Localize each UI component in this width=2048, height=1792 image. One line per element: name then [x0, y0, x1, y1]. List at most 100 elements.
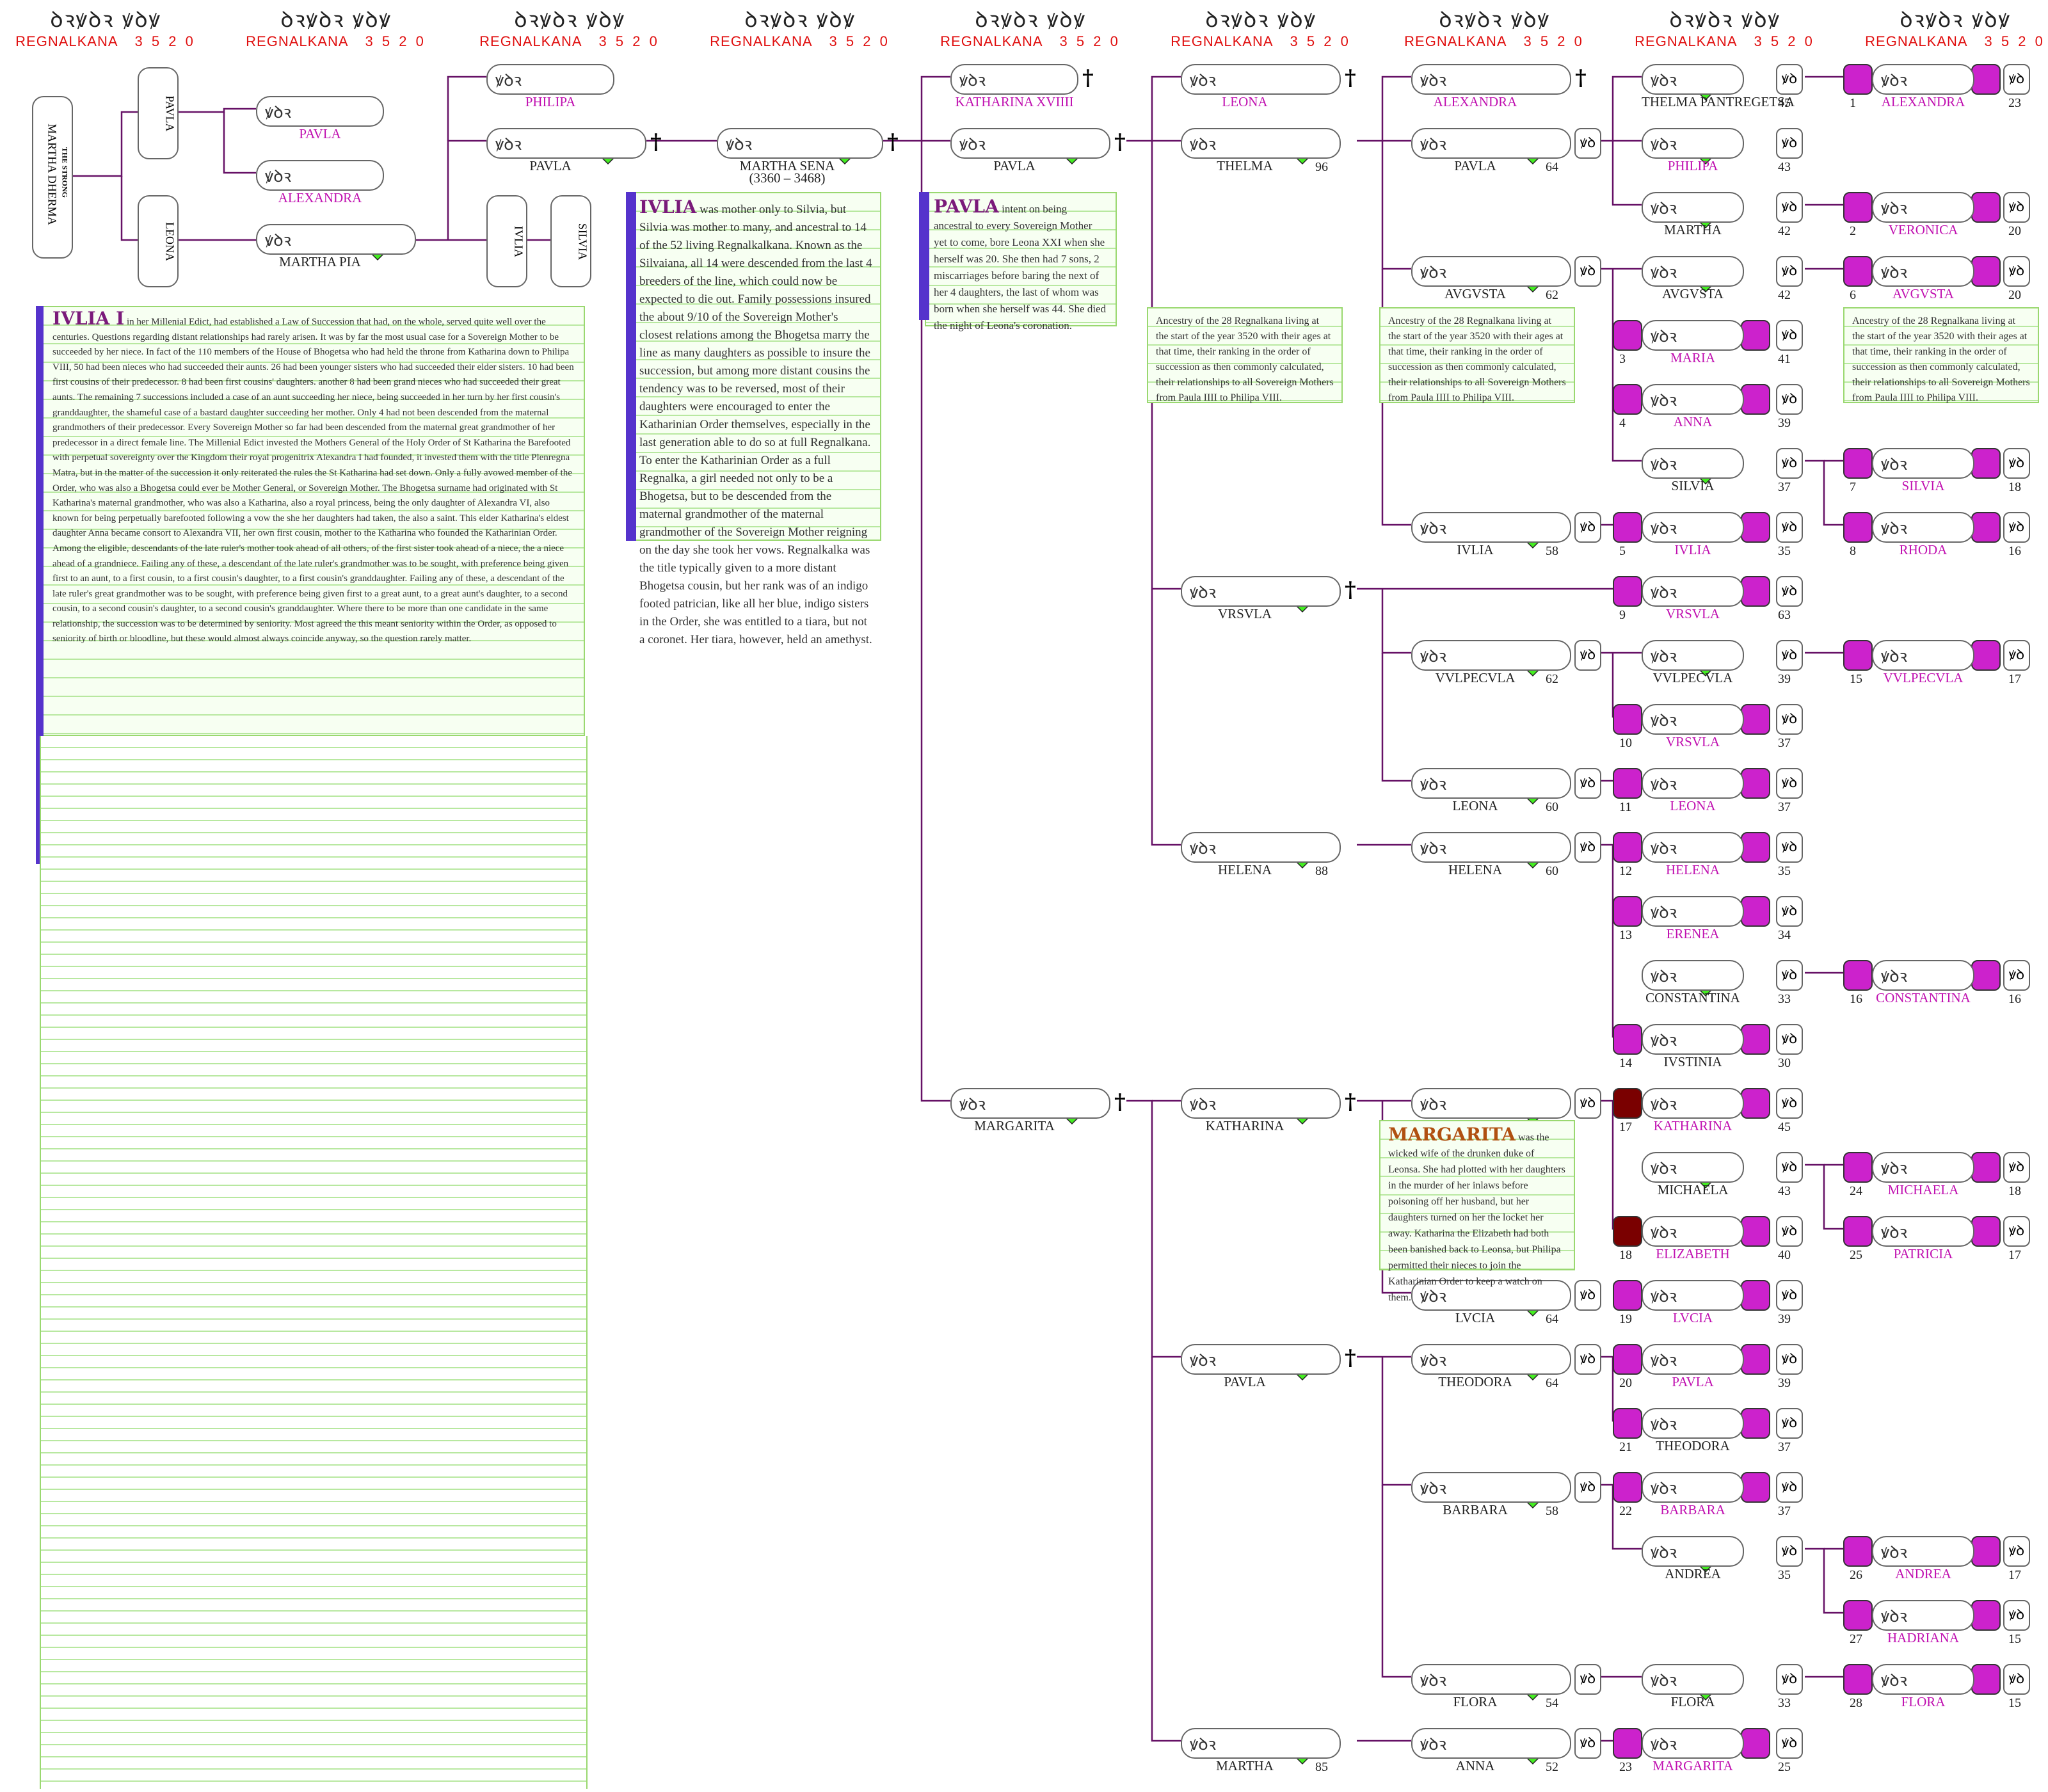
- rank-badge[interactable]: [1971, 960, 2001, 991]
- person-node[interactable]: ꝟꝺꝛ: [1642, 576, 1744, 607]
- person-node[interactable]: ꝟꝺꝛ: [1872, 1664, 1974, 1695]
- person-node[interactable]: ꝟꝺꝛ: [1642, 1152, 1744, 1183]
- person-node[interactable]: ꝟꝺꝛ: [1181, 64, 1341, 95]
- rank-badge[interactable]: [1971, 1152, 2001, 1183]
- rank-badge[interactable]: [1971, 1664, 2001, 1695]
- rank-badge[interactable]: [1971, 192, 2001, 223]
- rank-badge[interactable]: [1613, 1216, 1642, 1247]
- person-node[interactable]: ꝟꝺꝛ: [1642, 1024, 1744, 1055]
- rank-badge[interactable]: [1613, 1728, 1642, 1759]
- person-node[interactable]: ꝟꝺꝛ: [1872, 512, 1974, 543]
- person-node[interactable]: ꝟꝺꝛ: [1642, 512, 1744, 543]
- rank-badge[interactable]: [1971, 448, 2001, 479]
- rank-badge[interactable]: [1971, 1536, 2001, 1567]
- rank-badge[interactable]: [1613, 704, 1642, 735]
- person-node[interactable]: ꝟꝺꝛ: [1642, 1408, 1744, 1439]
- rank-badge[interactable]: [1843, 256, 1873, 287]
- rank-badge[interactable]: [1971, 256, 2001, 287]
- rank-badge[interactable]: [1971, 640, 2001, 671]
- person-node[interactable]: ꝟꝺꝛ: [1642, 960, 1744, 991]
- person-node[interactable]: ꝟꝺꝛ: [1181, 576, 1341, 607]
- person-node[interactable]: ꝟꝺꝛ: [1411, 1088, 1571, 1119]
- person-node[interactable]: ꝟꝺꝛ: [950, 128, 1110, 159]
- person-node[interactable]: ꝟꝺꝛ: [256, 96, 384, 127]
- person-node[interactable]: ꝟꝺꝛ: [950, 1088, 1110, 1119]
- rank-badge[interactable]: [1741, 896, 1770, 927]
- person-node[interactable]: ꝟꝺꝛ: [1642, 1536, 1744, 1567]
- person-node[interactable]: ꝟꝺꝛ: [1411, 512, 1571, 543]
- person-node[interactable]: ꝟꝺꝛ: [1642, 256, 1744, 287]
- rank-badge[interactable]: [1741, 1088, 1770, 1119]
- person-node[interactable]: ꝟꝺꝛ: [950, 64, 1078, 95]
- person-node[interactable]: ꝟꝺꝛ: [1411, 1344, 1571, 1375]
- rank-badge[interactable]: [1843, 960, 1873, 991]
- rank-badge[interactable]: [1613, 512, 1642, 543]
- rank-badge[interactable]: [1741, 1024, 1770, 1055]
- rank-badge[interactable]: [1971, 1600, 2001, 1631]
- founder-pavla[interactable]: PAVLA: [138, 67, 179, 159]
- person-node[interactable]: ꝟꝺꝛ: [1872, 256, 1974, 287]
- person-node[interactable]: ꝟꝺꝛ: [1642, 768, 1744, 799]
- rank-badge[interactable]: [1613, 1344, 1642, 1375]
- person-node[interactable]: ꝟꝺꝛ: [1642, 1664, 1744, 1695]
- person-node[interactable]: ꝟꝺꝛ: [1642, 1472, 1744, 1503]
- person-node[interactable]: ꝟꝺꝛ: [1642, 64, 1744, 95]
- rank-badge[interactable]: [1843, 448, 1873, 479]
- person-node[interactable]: ꝟꝺꝛ: [1411, 64, 1571, 95]
- person-node[interactable]: ꝟꝺꝛ: [486, 128, 646, 159]
- person-node[interactable]: ꝟꝺꝛ: [256, 160, 384, 191]
- person-node[interactable]: ꝟꝺꝛ: [1411, 1472, 1571, 1503]
- rank-badge[interactable]: [1741, 1344, 1770, 1375]
- person-node[interactable]: ꝟꝺꝛ: [1181, 128, 1341, 159]
- rank-badge[interactable]: [1613, 1472, 1642, 1503]
- person-node[interactable]: ꝟꝺꝛ: [1411, 128, 1571, 159]
- person-node[interactable]: ꝟꝺꝛ: [1872, 1152, 1974, 1183]
- rank-badge[interactable]: [1843, 640, 1873, 671]
- rank-badge[interactable]: [1613, 1024, 1642, 1055]
- founder-martha[interactable]: MARTHA DHERMA THE STRONG: [32, 96, 73, 259]
- person-node[interactable]: ꝟꝺꝛ: [1872, 1600, 1974, 1631]
- rank-badge[interactable]: [1613, 576, 1642, 607]
- person-node[interactable]: ꝟꝺꝛ: [1411, 1280, 1571, 1311]
- person-node[interactable]: ꝟꝺꝛ: [1872, 192, 1974, 223]
- rank-badge[interactable]: [1741, 384, 1770, 415]
- rank-badge[interactable]: [1613, 832, 1642, 863]
- rank-badge[interactable]: [1613, 768, 1642, 799]
- rank-badge[interactable]: [1843, 64, 1873, 95]
- rank-badge[interactable]: [1741, 512, 1770, 543]
- rank-badge[interactable]: [1843, 1600, 1873, 1631]
- rank-badge[interactable]: [1741, 1728, 1770, 1759]
- founder-leona[interactable]: LEONA: [138, 195, 179, 287]
- rank-badge[interactable]: [1741, 576, 1770, 607]
- person-node[interactable]: ꝟꝺꝛ: [1181, 832, 1341, 863]
- person-node[interactable]: ꝟꝺꝛ: [1642, 1280, 1744, 1311]
- rank-badge[interactable]: [1843, 1216, 1873, 1247]
- person-node[interactable]: ꝟꝺꝛ: [1411, 768, 1571, 799]
- founder-silvia[interactable]: SILVIA: [550, 195, 591, 287]
- person-node[interactable]: ꝟꝺꝛ: [1181, 1088, 1341, 1119]
- rank-badge[interactable]: [1971, 512, 2001, 543]
- person-node[interactable]: ꝟꝺꝛ: [1872, 448, 1974, 479]
- person-node[interactable]: ꝟꝺꝛ: [1642, 832, 1744, 863]
- person-node[interactable]: ꝟꝺꝛ: [1642, 640, 1744, 671]
- founder-ivlia[interactable]: IVLIA: [486, 195, 527, 287]
- person-node[interactable]: ꝟꝺꝛ: [1411, 1728, 1571, 1759]
- rank-badge[interactable]: [1843, 192, 1873, 223]
- rank-badge[interactable]: [1613, 384, 1642, 415]
- person-node[interactable]: ꝟꝺꝛ: [1642, 448, 1744, 479]
- person-node[interactable]: ꝟꝺꝛ: [1642, 1344, 1744, 1375]
- person-node[interactable]: ꝟꝺꝛ: [1872, 1216, 1974, 1247]
- person-node[interactable]: ꝟꝺꝛ: [1181, 1344, 1341, 1375]
- rank-badge[interactable]: [1741, 768, 1770, 799]
- person-node[interactable]: ꝟꝺꝛ: [1872, 960, 1974, 991]
- rank-badge[interactable]: [1741, 320, 1770, 351]
- rank-badge[interactable]: [1741, 1280, 1770, 1311]
- rank-badge[interactable]: [1843, 512, 1873, 543]
- person-node[interactable]: ꝟꝺꝛ: [256, 224, 416, 255]
- person-node[interactable]: ꝟꝺꝛ: [1872, 640, 1974, 671]
- person-node[interactable]: ꝟꝺꝛ: [1411, 832, 1571, 863]
- person-node[interactable]: ꝟꝺꝛ: [1872, 64, 1974, 95]
- rank-badge[interactable]: [1741, 1216, 1770, 1247]
- person-node[interactable]: ꝟꝺꝛ: [1642, 1728, 1744, 1759]
- rank-badge[interactable]: [1843, 1152, 1873, 1183]
